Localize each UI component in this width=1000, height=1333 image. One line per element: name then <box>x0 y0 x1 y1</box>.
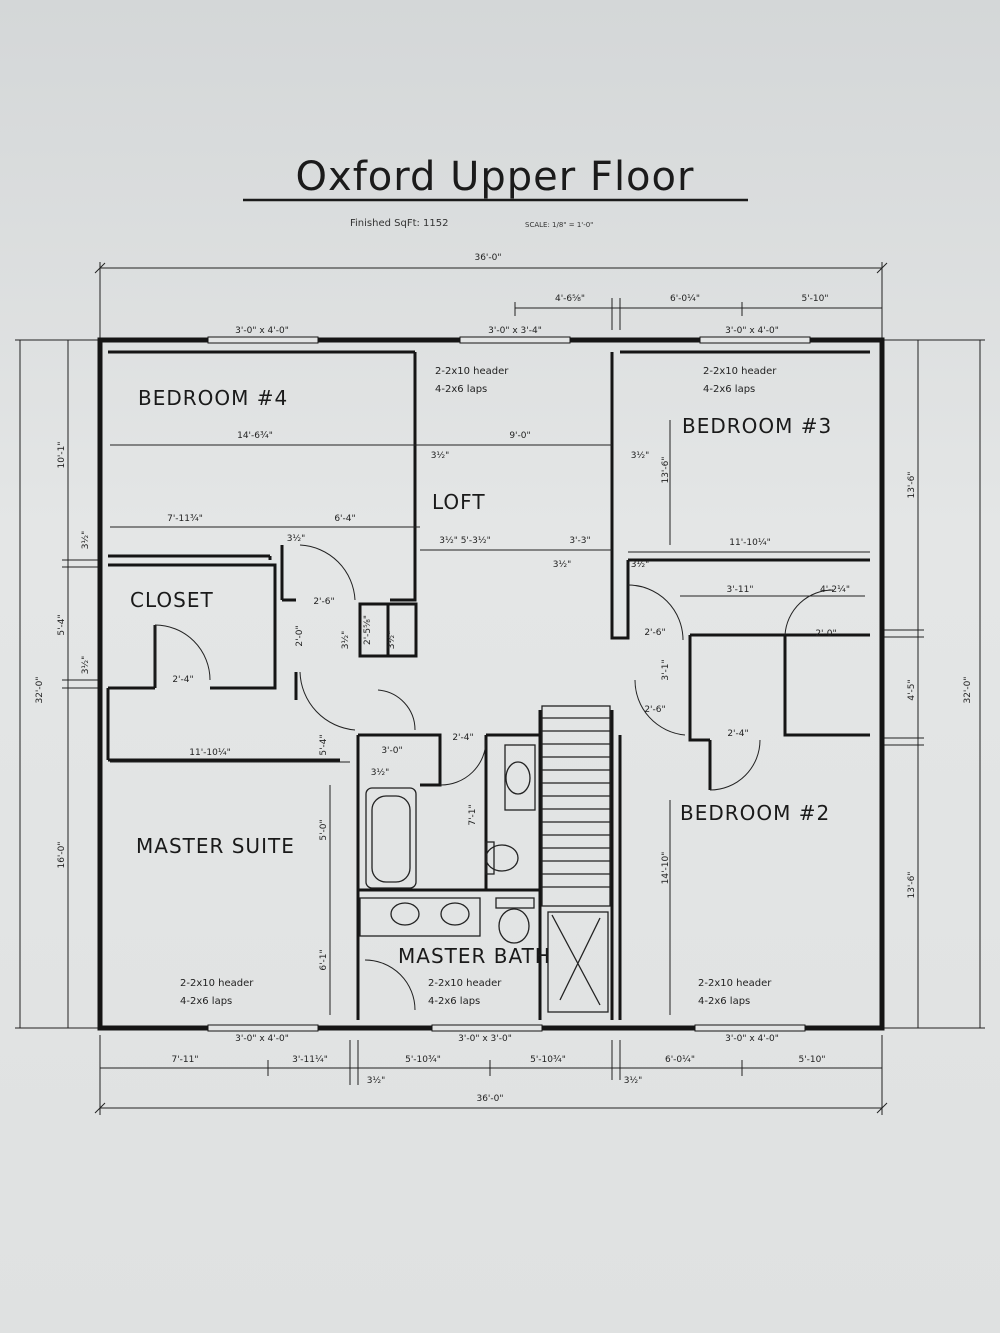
dim-bath-sub: 3½" <box>371 768 390 778</box>
header-note-br2-1: 2-2x10 header <box>698 978 772 989</box>
windows <box>207 336 811 1032</box>
dim-master-width: 11'-10¼" <box>189 748 231 758</box>
dim-bath-height: 5'-0" <box>319 819 329 840</box>
dim-br2-closet2: 4'-2¼" <box>820 585 850 595</box>
dim-master-depth: 5'-4" <box>319 734 329 755</box>
overall-width-bottom: 36'-0" <box>476 1094 503 1104</box>
room-bedroom-4: BEDROOM #4 <box>138 386 288 410</box>
room-master-bath: MASTER BATH <box>398 944 551 968</box>
bottom-dim-a: 7'-11" <box>171 1055 198 1065</box>
room-bedroom-3: BEDROOM #3 <box>682 414 832 438</box>
bottom-dim-d: 5'-10¾" <box>530 1055 566 1065</box>
interior-dimension-lines <box>110 420 870 1015</box>
window-bottom-3: 3'-0" x 4'-0" <box>725 1034 779 1044</box>
dim-wall-hall: 3½" <box>553 560 572 570</box>
left-dim-e: 16'-0" <box>57 841 67 868</box>
dim-br3-width: 11'-10¼" <box>729 538 771 548</box>
right-dimension-lines <box>882 339 985 1029</box>
overall-width-top: 36'-0" <box>474 253 501 263</box>
right-dim-c: 13'-6" <box>907 871 917 898</box>
bath-fixtures <box>359 744 536 944</box>
dim-loft-sub: 3½" 5'-3½" <box>439 536 491 546</box>
header-note-master-1: 2-2x10 header <box>180 978 254 989</box>
dim-br4-door: 2'-6" <box>313 597 334 607</box>
dim-wall-br4: 3½" <box>287 534 306 544</box>
dim-br4-sub2: 6'-4" <box>334 514 355 524</box>
top-dimension-lines <box>94 262 888 345</box>
dim-closet-door: 2'-4" <box>172 675 193 685</box>
dim-closet-small: 2'-5⅝" <box>363 615 373 645</box>
finished-sqft: Finished SqFt: 1152 <box>350 218 449 229</box>
dim-closet-wall-a: 3½" <box>341 631 351 650</box>
header-note-loft-1: 2-2x10 header <box>435 366 509 377</box>
bottom-dim-c: 5'-10¾" <box>405 1055 441 1065</box>
dim-br2-closet: 3'-11" <box>726 585 753 595</box>
dim-wall-loft: 3½" <box>431 451 450 461</box>
door-swings <box>154 544 834 1011</box>
overall-depth-right: 32'-0" <box>963 676 973 703</box>
dim-br3-depth: 13'-6" <box>661 456 671 483</box>
window-bottom-1: 3'-0" x 4'-0" <box>235 1034 289 1044</box>
dim-br4-sub1: 7'-11¾" <box>167 514 203 524</box>
staircase <box>541 705 611 1013</box>
window-top-1: 3'-0" x 4'-0" <box>235 326 289 336</box>
left-dim-a: 10'-1" <box>57 441 67 468</box>
header-note-br3-2: 4-2x6 laps <box>703 384 755 395</box>
room-closet: CLOSET <box>130 588 214 612</box>
dim-br4-closet: 2'-0" <box>295 625 305 646</box>
window-top-3: 3'-0" x 4'-0" <box>725 326 779 336</box>
left-dim-d: 3½" <box>81 656 91 675</box>
top-dim-a: 4'-6⅝" <box>555 294 585 304</box>
header-note-loft-2: 4-2x6 laps <box>435 384 487 395</box>
window-bottom-2: 3'-0" x 3'-0" <box>458 1034 512 1044</box>
dim-bath-width: 3'-0" <box>381 746 402 756</box>
dim-loft-sub2: 3'-3" <box>569 536 590 546</box>
header-note-bath-2: 4-2x6 laps <box>428 996 480 1007</box>
left-dimension-lines <box>15 339 100 1029</box>
dim-br3-door: 2'-6" <box>644 628 665 638</box>
left-dim-c: 5'-4" <box>57 614 67 635</box>
bottom-dimension-lines <box>94 1035 888 1115</box>
bottom-dim-f: 5'-10" <box>798 1055 825 1065</box>
dim-toilet: 7'-1" <box>468 804 478 825</box>
dim-br2-closet2-door: 2'-0" <box>815 629 836 639</box>
plan-title: Oxford Upper Floor <box>296 154 695 200</box>
right-dim-a: 13'-6" <box>907 471 917 498</box>
header-note-bath-1: 2-2x10 header <box>428 978 502 989</box>
dim-wall-br3: 3½" <box>631 451 650 461</box>
bottom-dim-e: 6'-0¼" <box>665 1055 695 1065</box>
dim-hall: 3'-1" <box>661 659 671 680</box>
dim-closet-wall-b: 3½" <box>387 631 397 650</box>
room-master-suite: MASTER SUITE <box>136 834 295 858</box>
bottom-dim-b: 3'-11¼" <box>292 1055 328 1065</box>
dim-loft-width: 9'-0" <box>509 431 530 441</box>
exterior-wall <box>97 337 885 1031</box>
scale-note: SCALE: 1/8" = 1'-0" <box>525 221 593 229</box>
window-top-2: 3'-0" x 3'-4" <box>488 326 542 336</box>
bottom-wall-1: 3½" <box>367 1076 386 1086</box>
room-loft: LOFT <box>432 490 486 514</box>
interior-walls <box>106 350 870 1020</box>
dim-br2-door: 2'-6" <box>644 705 665 715</box>
right-dim-b: 4'-5" <box>907 679 917 700</box>
dim-br2-depth: 14'-10" <box>661 852 671 885</box>
overall-depth-left: 32'-0" <box>35 676 45 703</box>
dim-bath-door: 2'-4" <box>452 733 473 743</box>
bottom-wall-2: 3½" <box>624 1076 643 1086</box>
top-dim-c: 5'-10" <box>801 294 828 304</box>
header-note-br3-1: 2-2x10 header <box>703 366 777 377</box>
left-dim-b: 3½" <box>81 531 91 550</box>
top-dim-b: 6'-0¼" <box>670 294 700 304</box>
header-note-master-2: 4-2x6 laps <box>180 996 232 1007</box>
dim-br4-width: 14'-6¾" <box>237 431 273 441</box>
header-note-br2-2: 4-2x6 laps <box>698 996 750 1007</box>
dim-br2-closet-door: 2'-4" <box>727 729 748 739</box>
dim-master-6: 6'-1" <box>319 949 329 970</box>
dim-wall-br3b: 3½" <box>631 560 650 570</box>
room-bedroom-2: BEDROOM #2 <box>680 801 830 825</box>
